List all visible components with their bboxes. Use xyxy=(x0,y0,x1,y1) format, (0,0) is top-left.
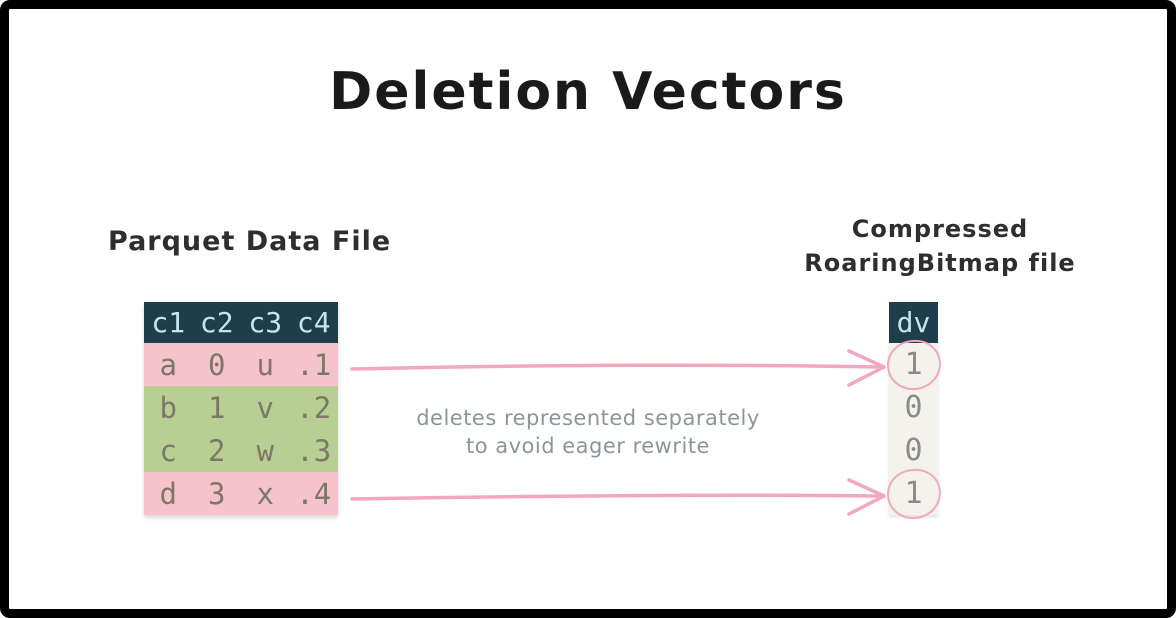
dv-value: 1 xyxy=(904,347,923,382)
roaringbitmap-file-label: Compressed RoaringBitmap file xyxy=(790,212,1090,280)
annotation-line2: to avoid eager rewrite xyxy=(466,434,710,458)
roaringbitmap-label-line2: RoaringBitmap file xyxy=(804,249,1076,277)
table-cell: b xyxy=(159,390,177,425)
deletion-vector-column: dv 1 0 0 1 xyxy=(884,302,943,522)
table-row-kept: b 1 v .2 xyxy=(144,386,338,429)
dv-value-circled: 1 xyxy=(884,465,943,522)
table-cell: 0 xyxy=(208,347,226,382)
table-cell: a xyxy=(159,347,177,382)
table-row-deleted: d 3 x .4 xyxy=(144,472,338,515)
roaringbitmap-label-line1: Compressed xyxy=(851,215,1029,243)
dv-value: 0 xyxy=(904,433,923,468)
parquet-file-label: Parquet Data File xyxy=(108,226,392,257)
table-cell: .4 xyxy=(296,476,332,511)
annotation-text: deletes represented separately to avoid … xyxy=(388,404,788,460)
column-header-c1: c1 xyxy=(151,306,186,339)
table-cell: x xyxy=(256,476,274,511)
dv-column-body: 1 0 0 1 xyxy=(884,336,943,522)
column-header-c2: c2 xyxy=(199,306,234,339)
table-cell: d xyxy=(159,476,177,511)
column-header-c4: c4 xyxy=(296,306,331,339)
parquet-table-header-row: c1 c2 c3 c4 xyxy=(144,302,338,343)
table-cell: 1 xyxy=(208,390,226,425)
table-cell: 2 xyxy=(208,433,226,468)
table-cell: v xyxy=(256,390,274,425)
dv-value: 0 xyxy=(904,390,923,425)
table-cell: .1 xyxy=(296,347,332,382)
diagram-title: Deletion Vectors xyxy=(329,62,847,122)
dv-value: 1 xyxy=(904,476,923,511)
dv-value-circled: 1 xyxy=(884,336,943,393)
parquet-data-table: c1 c2 c3 c4 a 0 u .1 b 1 v .2 c 2 w .3 d… xyxy=(144,302,338,515)
column-header-c3: c3 xyxy=(248,306,283,339)
table-cell: 3 xyxy=(208,476,226,511)
delete-arrow-row1 xyxy=(350,349,886,387)
table-row-deleted: a 0 u .1 xyxy=(144,343,338,386)
table-cell: c xyxy=(159,433,177,468)
table-row-kept: c 2 w .3 xyxy=(144,429,338,472)
dv-value-cell: 0 xyxy=(889,386,938,429)
dv-column-header: dv xyxy=(889,302,938,343)
table-cell: u xyxy=(256,347,274,382)
table-cell: w xyxy=(256,433,274,468)
delete-arrow-row4 xyxy=(350,478,886,516)
table-cell: .3 xyxy=(296,433,332,468)
table-cell: .2 xyxy=(296,390,332,425)
annotation-line1: deletes represented separately xyxy=(416,406,760,430)
dv-value-cell: 0 xyxy=(889,429,938,472)
